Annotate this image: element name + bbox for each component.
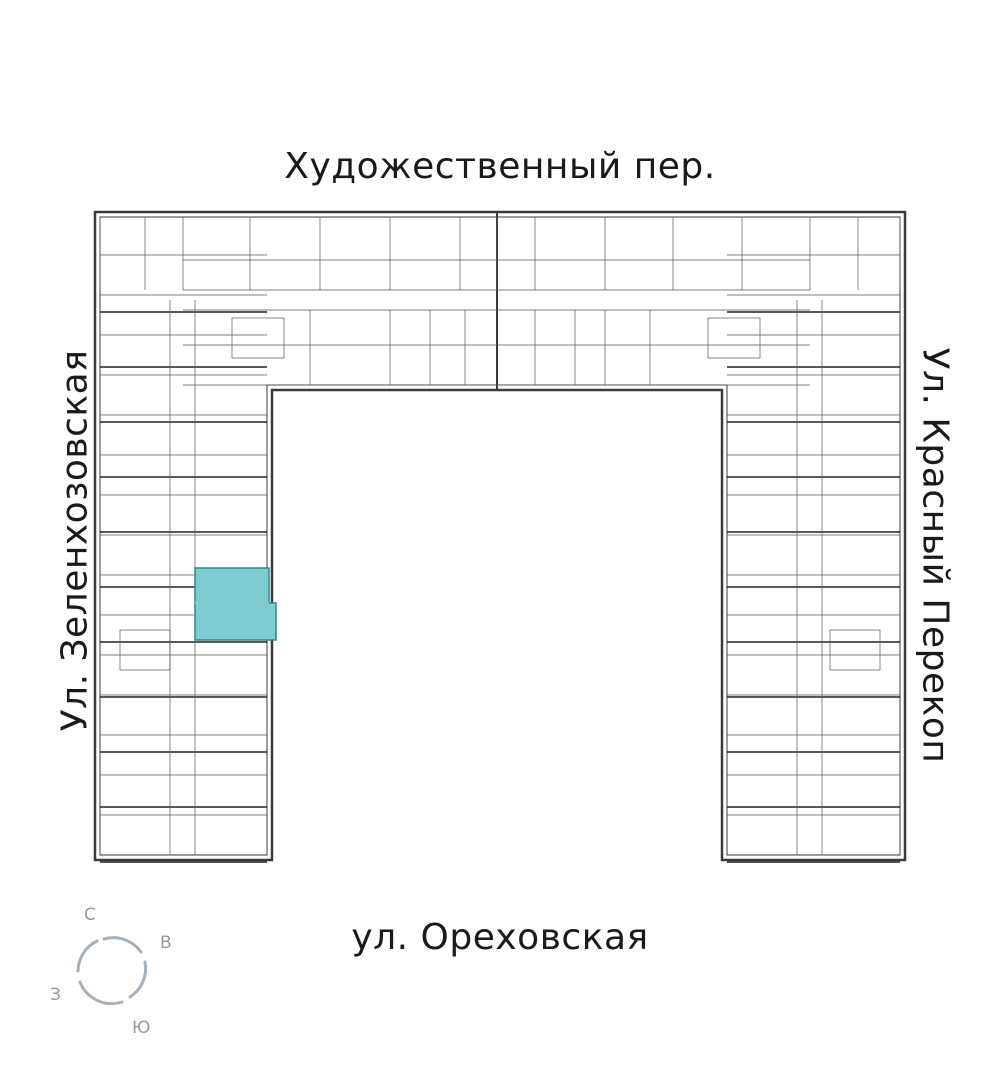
street-label-left: Ул. Зеленхозовская (54, 349, 96, 732)
stairwell (707, 317, 761, 359)
compass-arc-sw (78, 980, 124, 1006)
compass-north: С (84, 905, 96, 925)
compass-west: З (50, 985, 61, 1005)
street-label-top: Художественный пер. (284, 146, 716, 187)
compass-arc-ne (102, 936, 143, 954)
compass (76, 936, 148, 1006)
apartments (99, 217, 901, 863)
compass-east: В (160, 933, 172, 953)
stairwell (231, 317, 285, 359)
building-outline (93, 210, 907, 862)
compass-arc-nw (76, 939, 99, 973)
building-walls (93, 210, 907, 862)
compass-south: Ю (132, 1018, 151, 1038)
compass-arc-se (128, 960, 148, 999)
street-label-right: Ул. Красный Перекоп (914, 347, 956, 764)
selected-apartment-part[interactable] (194, 602, 277, 641)
selected-apartment[interactable] (194, 567, 270, 607)
stairwell (119, 629, 171, 671)
stairwell (829, 629, 881, 671)
street-label-bottom: ул. Ореховская (351, 917, 649, 958)
